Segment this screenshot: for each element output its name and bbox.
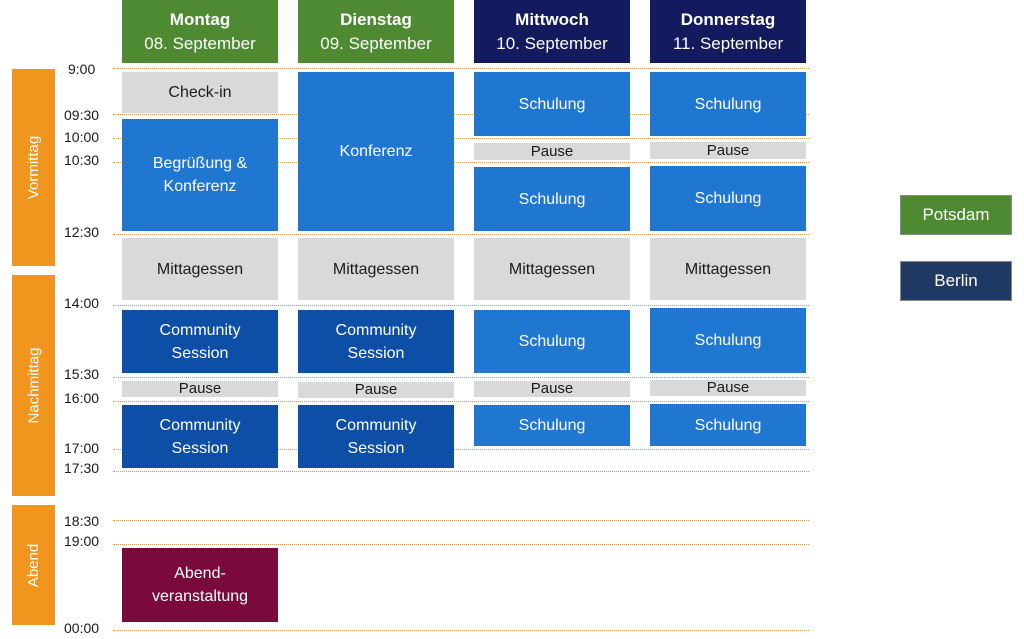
time-label: 12:30 (64, 224, 100, 240)
thursday-training-3: Schulung (650, 308, 806, 373)
wednesday-pause-1: Pause (474, 143, 630, 160)
tuesday-community-session-1: Community Session (298, 310, 454, 373)
wednesday-training-1: Schulung (474, 72, 630, 136)
time-label: 00:00 (64, 620, 100, 636)
time-label: 16:00 (64, 390, 100, 406)
wednesday-training-2: Schulung (474, 167, 630, 231)
thursday-pause-2: Pause (650, 380, 806, 396)
period-evening: Abend (12, 505, 55, 625)
guide-line (113, 234, 809, 235)
tuesday-community-session-2: Community Session (298, 405, 454, 468)
monday-evening-event: Abend- veranstaltung (122, 548, 278, 622)
guide-line (113, 138, 809, 139)
tuesday-lunch: Mittagessen (298, 238, 454, 300)
monday-community-session-1: Community Session (122, 310, 278, 373)
monday-welcome-conference: Begrüßung & Konferenz (122, 119, 278, 231)
monday-lunch: Mittagessen (122, 238, 278, 300)
day-date: 10. September (496, 33, 608, 53)
time-label: 10:30 (64, 152, 100, 168)
wednesday-training-3: Schulung (474, 310, 630, 373)
thursday-lunch: Mittagessen (650, 238, 806, 300)
day-name: Mittwoch (515, 9, 589, 29)
day-date: 09. September (320, 33, 432, 53)
guide-line (113, 305, 809, 306)
thursday-pause-1: Pause (650, 142, 806, 159)
monday-pause: Pause (122, 381, 278, 397)
guide-line (113, 471, 809, 472)
day-header-wednesday: Mittwoch 10. September (474, 0, 630, 63)
legend-berlin: Berlin (900, 261, 1012, 301)
thursday-training-1: Schulung (650, 72, 806, 136)
time-label: 15:30 (64, 366, 100, 382)
time-label: 09:30 (64, 107, 100, 123)
monday-checkin: Check-in (122, 72, 278, 113)
time-label: 18:30 (64, 513, 100, 529)
period-afternoon-label: Nachmittag (25, 347, 42, 424)
day-header-thursday: Donnerstag 11. September (650, 0, 806, 63)
guide-line (113, 114, 809, 115)
time-label: 17:30 (64, 460, 100, 476)
monday-community-session-2: Community Session (122, 405, 278, 468)
day-header-tuesday: Dienstag 09. September (298, 0, 454, 63)
guide-line (113, 449, 809, 450)
day-date: 11. September (672, 33, 784, 53)
guide-line (113, 520, 809, 521)
thursday-training-2: Schulung (650, 166, 806, 231)
period-afternoon: Nachmittag (12, 275, 55, 496)
legend-potsdam: Potsdam (900, 195, 1012, 235)
tuesday-conference: Konferenz (298, 72, 454, 231)
day-header-monday: Montag 08. September (122, 0, 278, 63)
time-label: 9:00 (68, 61, 96, 77)
day-date: 08. September (144, 33, 256, 53)
guide-line (113, 630, 809, 631)
guide-line (113, 544, 809, 545)
guide-line (113, 377, 809, 378)
time-label: 17:00 (64, 440, 100, 456)
period-evening-label: Abend (25, 543, 42, 587)
wednesday-pause-2: Pause (474, 381, 630, 397)
tuesday-pause: Pause (298, 382, 454, 398)
thursday-training-4: Schulung (650, 404, 806, 446)
period-morning: Vormittag (12, 69, 55, 266)
wednesday-lunch: Mittagessen (474, 238, 630, 300)
day-name: Montag (169, 9, 231, 29)
period-morning-label: Vormittag (25, 135, 42, 200)
time-label: 14:00 (64, 295, 100, 311)
guide-line (113, 162, 809, 163)
time-label: 10:00 (64, 129, 100, 145)
day-name: Donnerstag (680, 9, 776, 29)
day-name: Dienstag (340, 9, 412, 29)
guide-line (113, 401, 809, 402)
wednesday-training-4: Schulung (474, 405, 630, 446)
guide-line (113, 68, 809, 69)
time-label: 19:00 (64, 533, 100, 549)
